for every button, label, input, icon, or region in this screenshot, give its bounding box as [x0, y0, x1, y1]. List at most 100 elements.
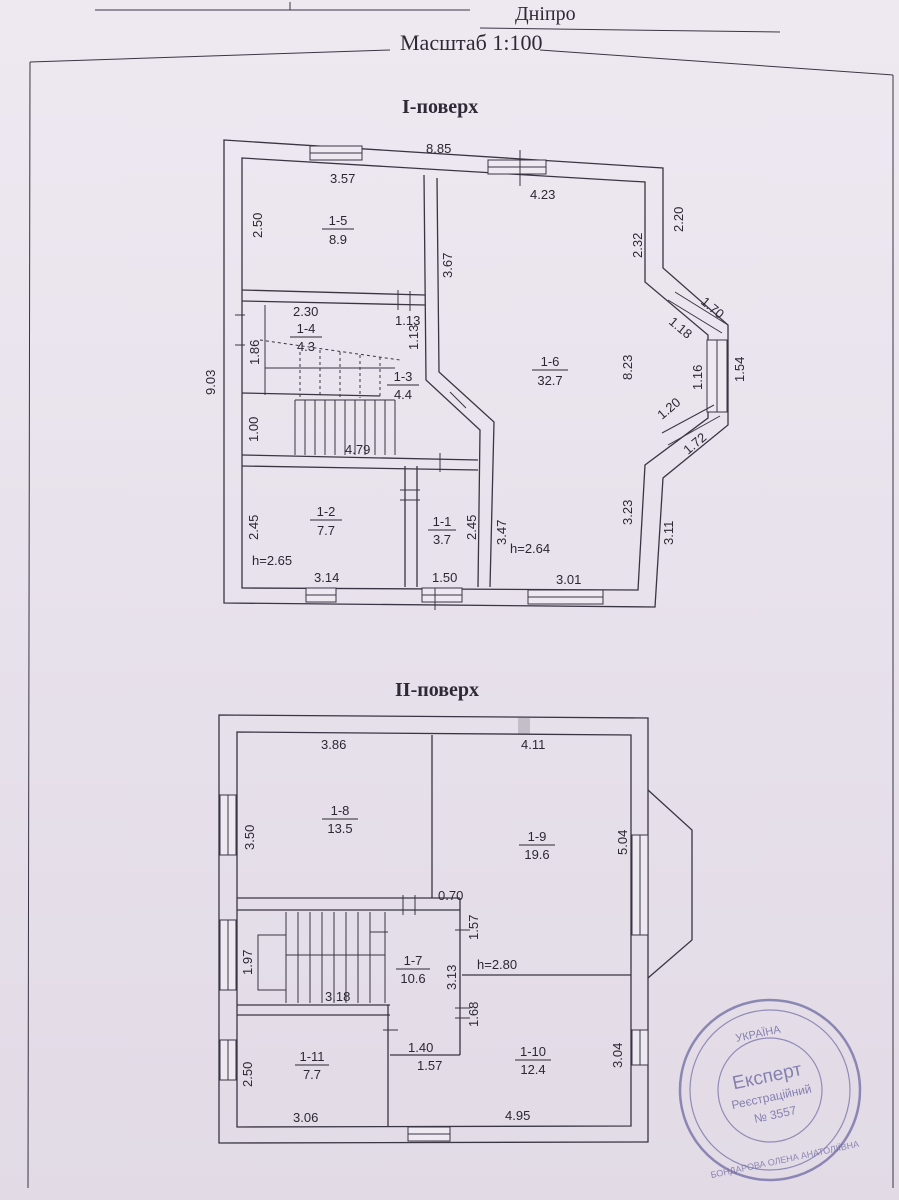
room-area: 8.9 — [329, 232, 347, 247]
expert-stamp: УКРАЇНА Експерт Реєстраційний № 3557 БОН… — [678, 998, 862, 1182]
room-area: 4.3 — [297, 339, 315, 354]
dim-label: 3.13 — [444, 965, 459, 990]
dim-overall-width: 8.85 — [426, 141, 451, 156]
city-name: Дніпро — [515, 3, 576, 25]
room-1-4: 1-4 4.3 — [290, 321, 322, 354]
dim-label: 1.13 — [395, 313, 420, 328]
dim-label: 1.50 — [432, 570, 457, 585]
dim-label: 3.11 — [661, 521, 676, 545]
dim-label: 2.30 — [293, 304, 318, 319]
room-area: 32.7 — [537, 373, 562, 388]
height-label: h=2.64 — [510, 541, 550, 556]
floor-1-title: I-поверх — [402, 96, 479, 118]
floor-2-stairs — [257, 912, 388, 1003]
dim-label: 3.01 — [556, 572, 581, 587]
dim-label: 3.14 — [314, 570, 339, 585]
room-area: 12.4 — [520, 1062, 545, 1077]
room-area: 7.7 — [303, 1067, 321, 1082]
floor-2-windows — [219, 718, 649, 1142]
dim-label: 1.57 — [466, 915, 481, 940]
floor-1-walls — [223, 139, 729, 608]
dim-label: 5.04 — [615, 830, 630, 855]
dim-label: 3.67 — [440, 253, 455, 278]
room-area: 19.6 — [524, 847, 549, 862]
dim-label: 3.47 — [494, 520, 509, 545]
dim-label: 1.13 — [406, 325, 421, 350]
floor-1-stairs — [259, 305, 401, 455]
room-id: 1-10 — [520, 1044, 546, 1059]
room-id: 1-2 — [317, 504, 336, 519]
room-1-7: 1-7 10.6 — [396, 953, 430, 986]
height-label: h=2.65 — [252, 553, 292, 568]
dim-label: 3.04 — [610, 1043, 625, 1068]
dim-label: 3.18 — [325, 989, 350, 1004]
room-id: 1-3 — [394, 369, 413, 384]
dim-label: 2.50 — [250, 213, 265, 238]
floor-2-labels: 3.86 4.11 3.50 5.04 0.70 1.57 1.97 3.13 … — [240, 737, 630, 1125]
room-area: 4.4 — [394, 387, 412, 402]
dim-label: 0.70 — [438, 888, 463, 903]
dim-label: 1.68 — [466, 1002, 481, 1027]
dim-label: 3.86 — [321, 737, 346, 752]
dim-label: 3.57 — [330, 171, 355, 186]
room-1-2: 1-2 7.7 — [310, 504, 342, 538]
dim-label: 8.23 — [620, 355, 635, 380]
room-area: 7.7 — [317, 523, 335, 538]
dim-label: 2.45 — [464, 515, 479, 540]
dim-overall-height: 9.03 — [203, 370, 218, 395]
room-area: 10.6 — [400, 971, 425, 986]
height-label: h=2.80 — [477, 957, 517, 972]
dim-label: 4.23 — [530, 187, 555, 202]
dim-label: 2.20 — [671, 207, 686, 232]
room-1-6: 1-6 32.7 — [532, 354, 568, 388]
floor-2-doors — [383, 895, 470, 1031]
dim-label: 1.18 — [666, 314, 695, 342]
room-id: 1-5 — [329, 213, 348, 228]
room-id: 1-8 — [331, 803, 350, 818]
room-id: 1-11 — [299, 1049, 324, 1064]
room-1-11: 1-11 7.7 — [295, 1049, 329, 1082]
room-id: 1-4 — [297, 321, 316, 336]
dim-label: 1.00 — [246, 417, 261, 442]
stamp-country: УКРАЇНА — [735, 1023, 783, 1044]
floor-1-windows — [235, 145, 729, 605]
dim-label: 1.97 — [240, 950, 255, 975]
dim-label: 4.11 — [521, 737, 545, 752]
room-area: 13.5 — [327, 821, 352, 836]
dim-label: 3.06 — [293, 1110, 318, 1125]
dim-label: 1.57 — [417, 1058, 442, 1073]
room-1-9: 1-9 19.6 — [519, 829, 555, 862]
dim-label: 1.54 — [732, 357, 747, 382]
room-1-10: 1-10 12.4 — [515, 1044, 551, 1077]
dim-label: 4.95 — [505, 1108, 530, 1123]
floor-2-title: II-поверх — [395, 679, 480, 701]
room-id: 1-1 — [433, 514, 452, 529]
floor-2-rooms: 1-8 13.5 1-9 19.6 1-7 10.6 1-10 12.4 1-1… — [295, 803, 555, 1082]
dim-label: 3.50 — [242, 825, 257, 850]
room-1-1: 1-1 3.7 — [428, 514, 456, 547]
floor-2-walls — [218, 714, 693, 1144]
floor-1-labels: 8.85 9.03 3.57 4.23 2.50 2.20 2.32 3.67 … — [203, 141, 747, 587]
dim-label: 1.20 — [654, 395, 683, 423]
room-1-5: 1-5 8.9 — [322, 213, 354, 247]
dim-label: 4.79 — [345, 442, 370, 457]
dim-label: 3.23 — [620, 500, 635, 525]
floor-1-doors — [397, 150, 521, 610]
dim-label: 1.72 — [680, 430, 709, 458]
room-area: 3.7 — [433, 532, 451, 547]
dim-label: 1.70 — [698, 294, 727, 322]
room-id: 1-9 — [528, 829, 547, 844]
room-1-8: 1-8 13.5 — [322, 803, 358, 836]
dim-label: 2.32 — [630, 233, 645, 258]
floor-1-rooms: 1-5 8.9 1-4 4.3 1-3 4.4 1-6 32.7 1-2 7.7… — [290, 213, 568, 547]
room-id: 1-6 — [541, 354, 560, 369]
dim-label: 1.16 — [690, 365, 705, 390]
scale-label: Масштаб 1:100 — [400, 30, 543, 55]
room-1-3: 1-3 4.4 — [387, 369, 419, 402]
stamp-name: БОНДАРОВА ОЛЕНА АНАТОЛІЇВНА — [710, 1139, 860, 1180]
page-frame — [27, 2, 894, 1189]
dim-label: 2.45 — [246, 515, 261, 540]
room-id: 1-7 — [404, 953, 423, 968]
dim-label: 2.50 — [240, 1062, 255, 1087]
